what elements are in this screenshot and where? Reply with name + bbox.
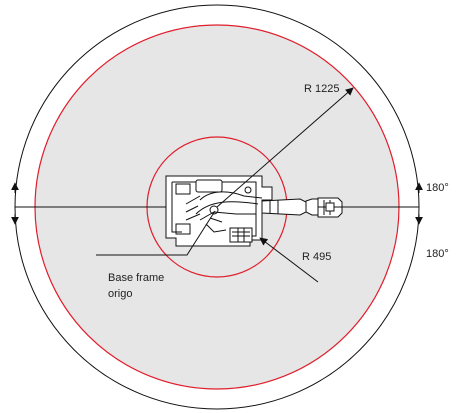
- inner-radius-arrow: [259, 237, 319, 283]
- inner-radius-label: R 495: [302, 251, 331, 263]
- robot-top-view: [165, 175, 343, 247]
- base-frame-label-line2: origo: [108, 288, 132, 300]
- outer-radius-label: R 1225: [304, 83, 339, 95]
- rotation-angle-top-label: 180°: [426, 182, 449, 194]
- rotation-angle-bottom-label: 180°: [426, 248, 449, 260]
- base-frame-label-line1: Base frame: [108, 272, 164, 284]
- base-frame-leader-line: [96, 210, 216, 256]
- outer-radius-arrow: [216, 87, 354, 208]
